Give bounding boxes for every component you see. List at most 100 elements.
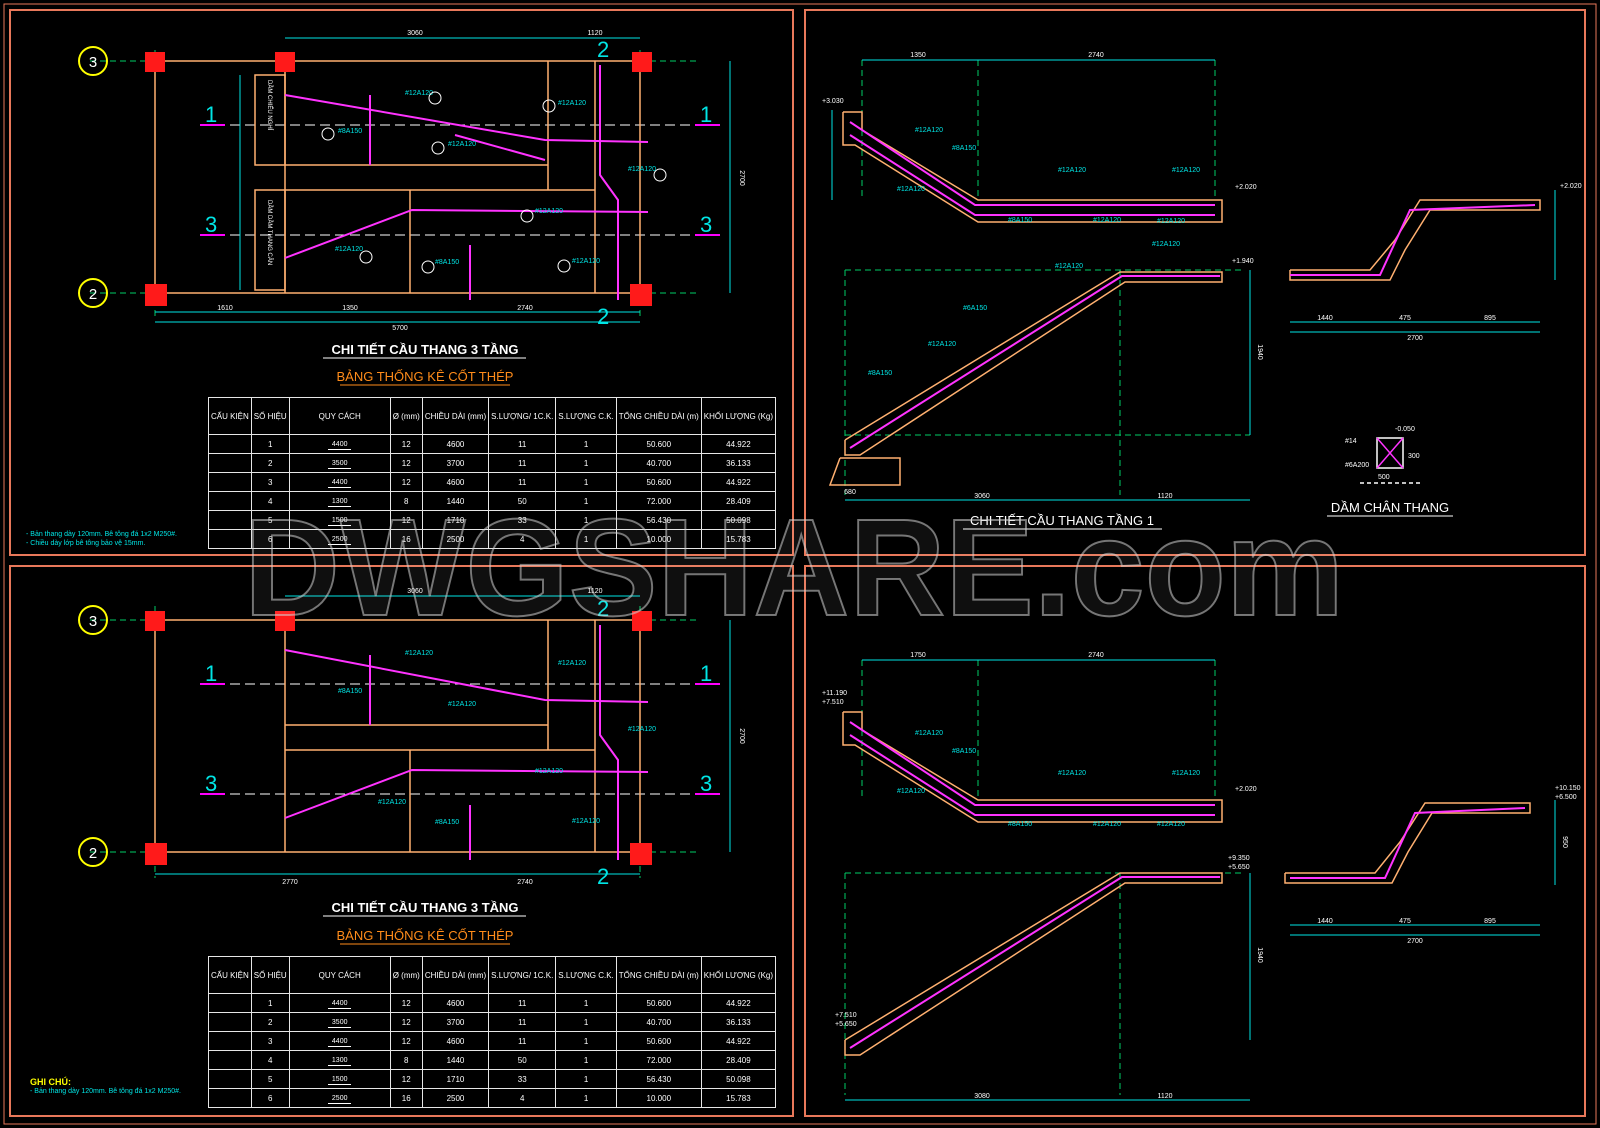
cell-qty2: 1 bbox=[555, 1069, 617, 1089]
callout-b5: #12A120 bbox=[628, 726, 656, 733]
cell-no: 4 bbox=[250, 1050, 290, 1070]
col-shape-b: QUY CÁCH bbox=[288, 956, 391, 994]
tr-dim-1440: 1440 bbox=[1317, 315, 1333, 322]
cell-dia: 12 bbox=[389, 434, 423, 454]
shape-length-label: 3500 bbox=[327, 459, 352, 469]
callout-7: #8A150 bbox=[435, 259, 459, 266]
section-bottom-right: 1750 2740 3080 1120 1440 475 895 2700 19… bbox=[822, 652, 1581, 1101]
cell-qty1: 11 bbox=[488, 1031, 557, 1051]
col-total-b: TỔNG CHIỀU DÀI (m) bbox=[615, 956, 702, 994]
axis-bubble-3: 3 bbox=[89, 54, 97, 71]
note-line-b1: - Bản thang dày 120mm. Bê tông đá 1x2 M2… bbox=[30, 1088, 181, 1095]
dim-3060: 3060 bbox=[407, 30, 423, 37]
tr-callout-12: #8A150 bbox=[868, 370, 892, 377]
cell-dia: 12 bbox=[389, 472, 423, 492]
cell-length: 4600 bbox=[421, 472, 490, 492]
dim-5700: 5700 bbox=[392, 325, 408, 332]
col-qty2-b: S.LƯỢNG C.K. bbox=[555, 956, 617, 994]
callout-5: #12A120 bbox=[628, 166, 656, 173]
cell-qty1: 4 bbox=[488, 1088, 557, 1108]
cell-no: 3 bbox=[250, 1031, 290, 1051]
cell-no: 1 bbox=[250, 434, 290, 454]
cell-weight: 28.409 bbox=[700, 1050, 777, 1070]
shape-length-label: 2500 bbox=[327, 1094, 352, 1104]
tr-callout-2: #8A150 bbox=[952, 145, 976, 152]
section-mark-3-right: 3 bbox=[700, 212, 712, 237]
cell-dia: 12 bbox=[389, 1031, 423, 1051]
dim-1610: 1610 bbox=[217, 305, 233, 312]
br-callout-3: #12A120 bbox=[897, 788, 925, 795]
dim-2740-b: 2740 bbox=[517, 879, 533, 886]
br-elev-6: +7.510 bbox=[835, 1012, 857, 1019]
section-mark-2-bottom: 2 bbox=[597, 304, 609, 329]
cell-weight: 44.922 bbox=[700, 434, 777, 454]
cell-weight: 36.133 bbox=[700, 453, 777, 473]
shape-length-label: 1500 bbox=[327, 1075, 352, 1085]
beam-label-1: DẦM CHIẾU NGHỈ bbox=[266, 80, 273, 131]
tr-callout-10: #12A120 bbox=[1152, 241, 1180, 248]
dim-2770-b: 2770 bbox=[282, 879, 298, 886]
cell-length: 4600 bbox=[421, 993, 490, 1013]
br-callout-8: #12A120 bbox=[1157, 821, 1185, 828]
cell-no: 2 bbox=[250, 453, 290, 473]
callout-1: #12A120 bbox=[405, 90, 433, 97]
callout-8: #12A120 bbox=[335, 246, 363, 253]
callout-3: #12A120 bbox=[448, 141, 476, 148]
cell-member bbox=[208, 1050, 252, 1070]
tr-callout-13: #12A120 bbox=[928, 341, 956, 348]
section-mark-3-left: 3 bbox=[205, 212, 217, 237]
tr-callout-1: #12A120 bbox=[915, 127, 943, 134]
note-line-2: - Chiều dày lớp bê tông bảo vệ 15mm. bbox=[26, 540, 146, 547]
cell-no: 1 bbox=[250, 993, 290, 1013]
cell-shape: 2500 bbox=[288, 1088, 391, 1108]
cell-shape: 4400 bbox=[288, 434, 391, 454]
br-dim-895: 895 bbox=[1484, 918, 1496, 925]
section-mark-1-right-b: 1 bbox=[700, 661, 712, 686]
dim-1350: 1350 bbox=[342, 305, 358, 312]
callout-b8: #12A120 bbox=[378, 799, 406, 806]
cell-shape: 3500 bbox=[288, 453, 391, 473]
axis-bubble-2: 2 bbox=[89, 286, 97, 303]
br-dim-475: 475 bbox=[1399, 918, 1411, 925]
rebar-table-bottom: CẤU KIỆN SỐ HIỆU QUY CÁCH Ø (mm) CHIỀU D… bbox=[208, 956, 777, 1108]
dim-2700: 2700 bbox=[738, 170, 745, 186]
cell-weight: 15.783 bbox=[700, 1088, 777, 1108]
cell-weight: 36.133 bbox=[700, 1012, 777, 1032]
cell-qty2: 1 bbox=[555, 1031, 617, 1051]
br-dim-1440: 1440 bbox=[1317, 918, 1333, 925]
br-callout-1: #12A120 bbox=[915, 730, 943, 737]
shape-length-label: 4400 bbox=[327, 999, 352, 1009]
col-dia: Ø (mm) bbox=[389, 397, 423, 435]
cell-weight: 44.922 bbox=[700, 1031, 777, 1051]
br-dim-2740: 2740 bbox=[1088, 652, 1104, 659]
tr-elev-3: +1.940 bbox=[1232, 258, 1254, 265]
cell-qty2: 1 bbox=[555, 1012, 617, 1032]
tr-callout-8: #12A120 bbox=[1157, 218, 1185, 225]
cell-weight: 44.922 bbox=[700, 993, 777, 1013]
col-member: CẤU KIỆN bbox=[208, 397, 252, 435]
dim-2740: 2740 bbox=[517, 305, 533, 312]
cell-total: 10.000 bbox=[615, 1088, 702, 1108]
section-mark-1-left: 1 bbox=[205, 102, 217, 127]
cell-length: 4600 bbox=[421, 434, 490, 454]
cell-qty1: 11 bbox=[488, 453, 557, 473]
br-dim-1940: 1940 bbox=[1256, 947, 1263, 963]
cell-member bbox=[208, 1069, 252, 1089]
cell-dia: 16 bbox=[389, 1088, 423, 1108]
tr-dim-680: 680 bbox=[844, 489, 856, 496]
tr-callout-7: #12A120 bbox=[1093, 217, 1121, 224]
cell-shape: 4400 bbox=[288, 472, 391, 492]
cell-member bbox=[208, 993, 252, 1013]
shape-length-label: 4400 bbox=[327, 440, 352, 450]
tr-callout-5: #12A120 bbox=[1172, 167, 1200, 174]
col-dia-b: Ø (mm) bbox=[389, 956, 423, 994]
tr-dim-1120: 1120 bbox=[1157, 493, 1172, 500]
br-elev-7: +5.650 bbox=[835, 1021, 857, 1028]
cell-length: 1710 bbox=[421, 1069, 490, 1089]
cell-length: 1440 bbox=[421, 1050, 490, 1070]
beam-dim-300: 300 bbox=[1408, 453, 1420, 460]
